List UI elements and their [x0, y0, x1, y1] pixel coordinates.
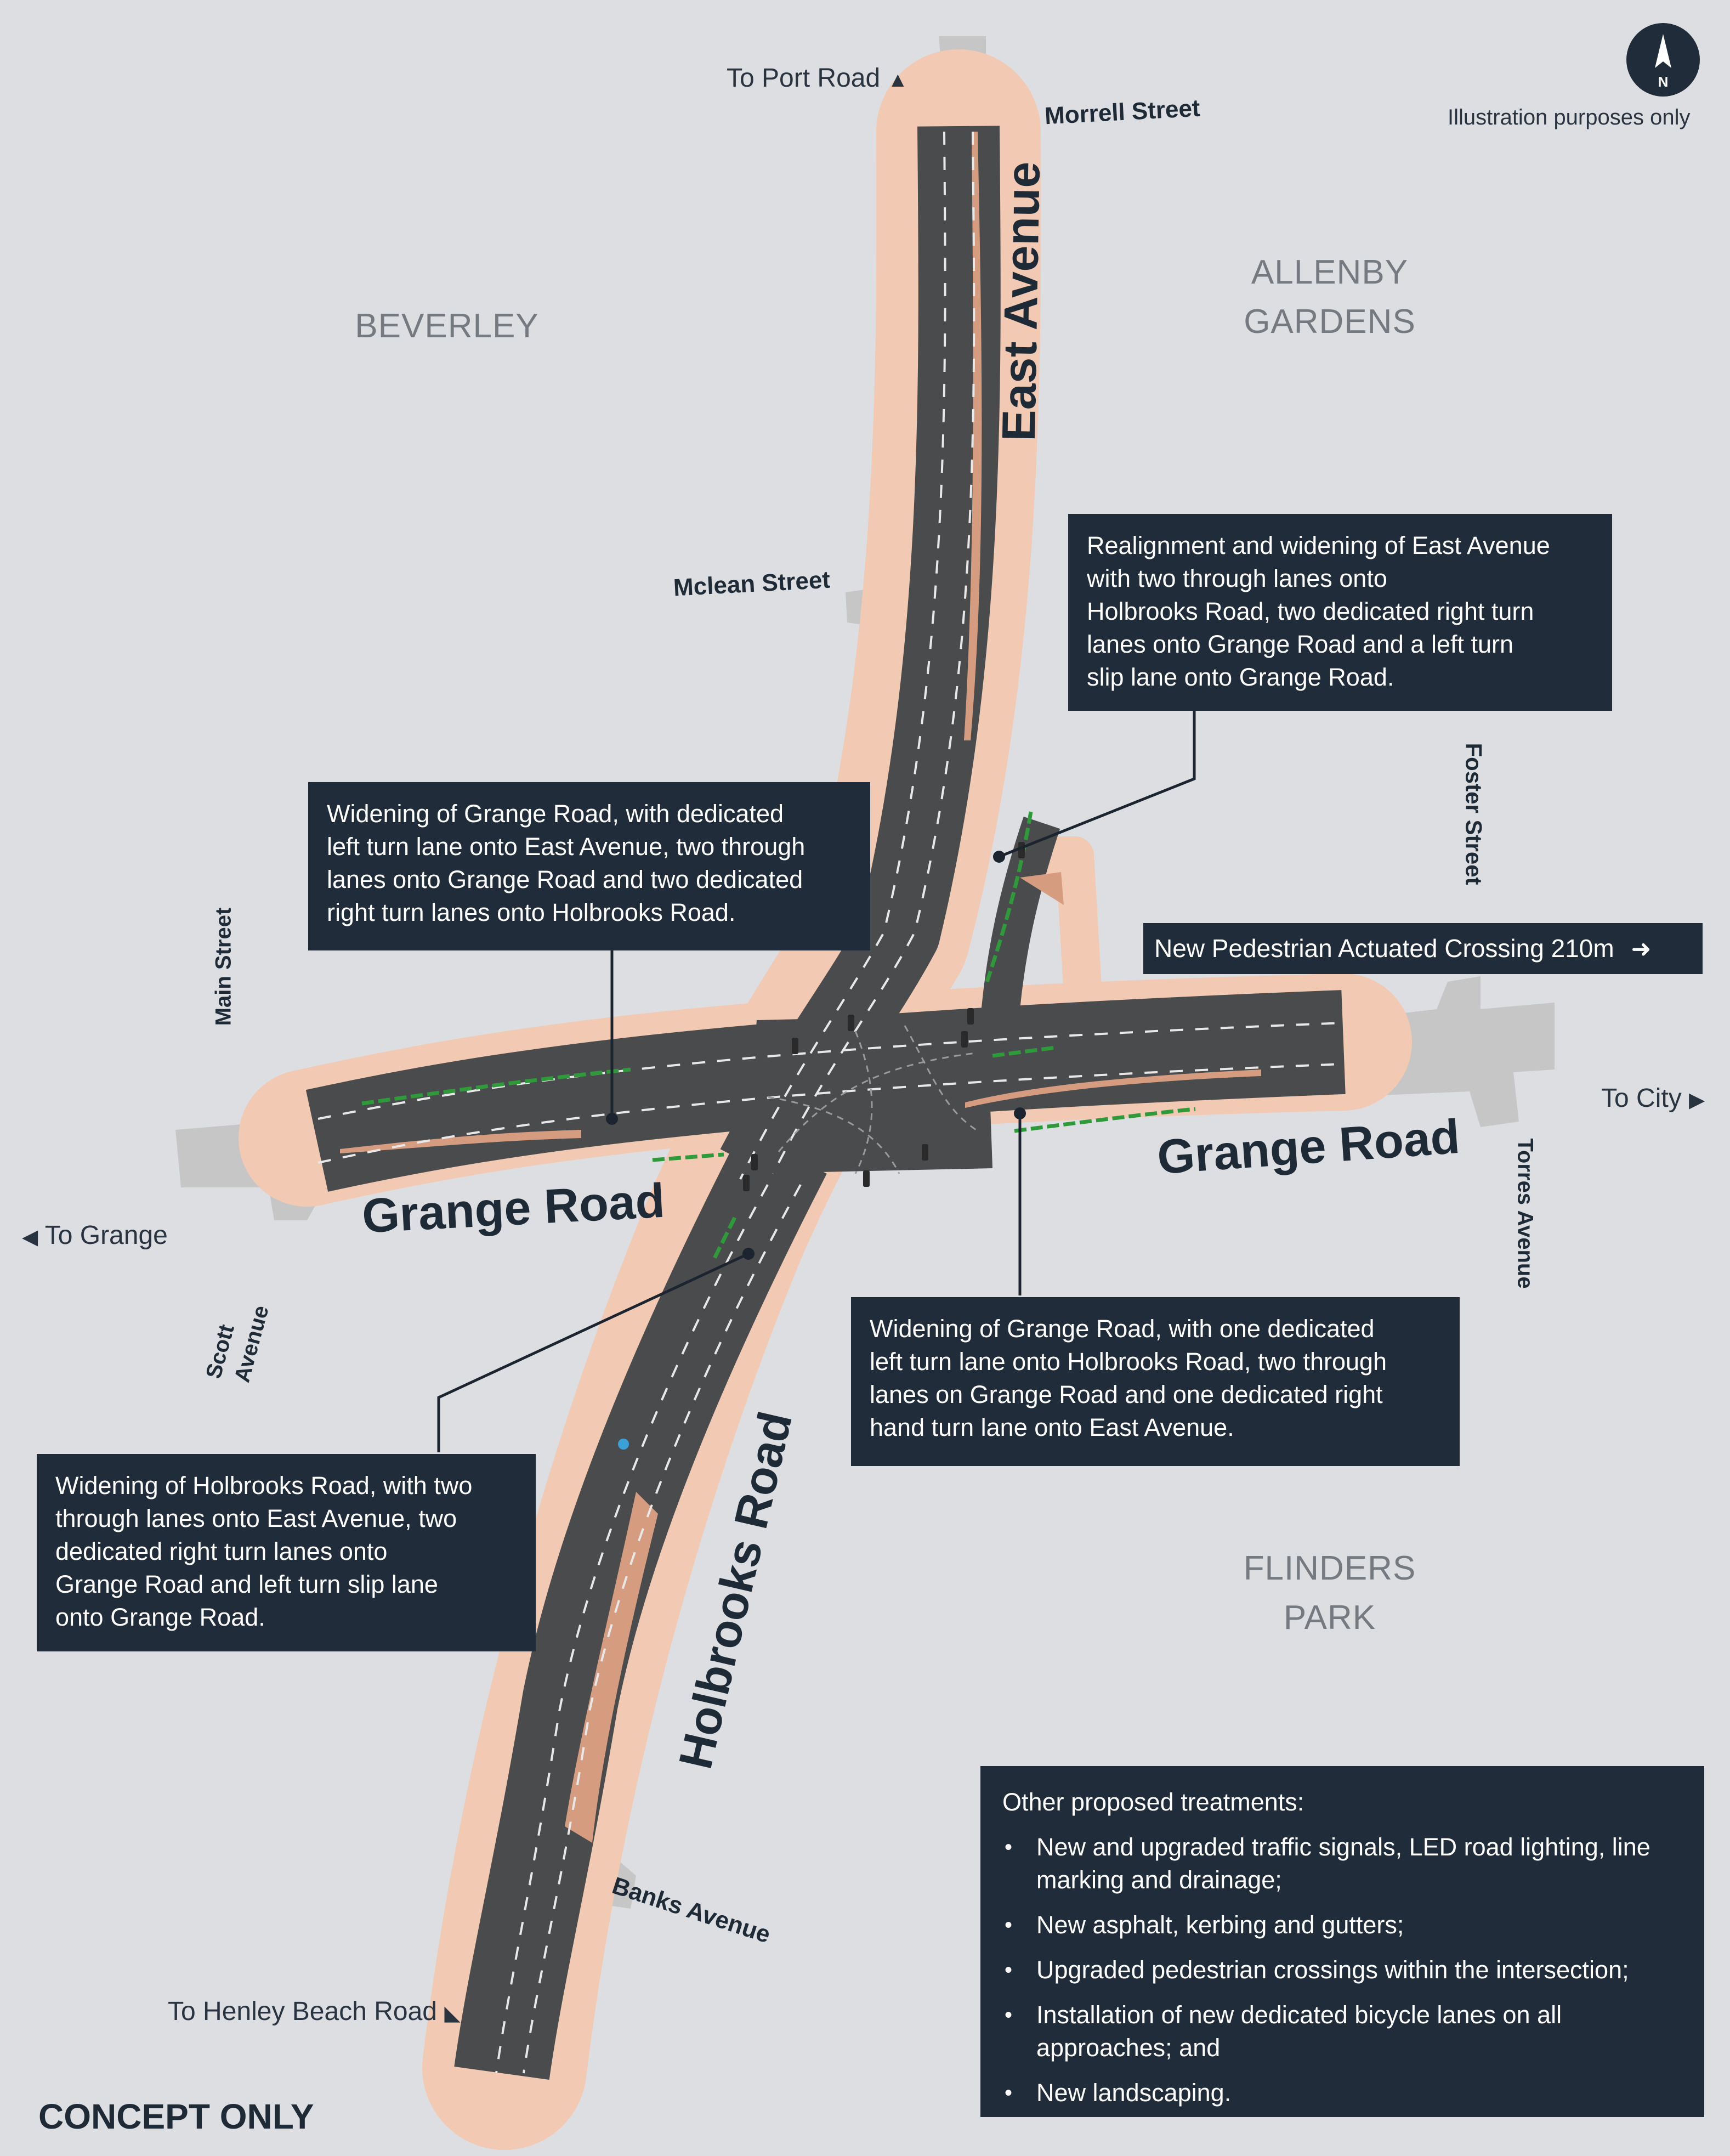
traffic-signal-icon [792, 1038, 798, 1054]
bike-lane-grange-ne [992, 1045, 1056, 1058]
bike-lane-east-ave [985, 811, 1033, 983]
callout-line: Realignment and widening of East Avenue [1087, 531, 1550, 559]
bike-lane-grange-sw [652, 1152, 724, 1162]
grange-median-west [340, 1130, 581, 1153]
bike-lane-holbrooks [711, 1216, 737, 1263]
callout-line: through lanes onto East Avenue, two [55, 1504, 457, 1532]
suburb-beverley: BEVERLEY [355, 307, 539, 345]
legend-item: Upgraded pedestrian crossings within the… [1002, 1954, 1682, 1987]
east-avenue-median [964, 132, 982, 740]
pedestrian-crossing-note: New Pedestrian Actuated Crossing 210m ➜ [1143, 923, 1703, 974]
north-arrow-icon: N [1626, 23, 1700, 97]
street-label-main: Main Street [211, 907, 236, 1026]
callout-line: Widening of Grange Road, with one dedica… [870, 1315, 1375, 1343]
turn-paths [767, 1025, 977, 1174]
medians [340, 132, 1261, 1843]
destination-port-road: To Port Road ▲ [727, 63, 908, 93]
leader-lines [437, 711, 1196, 1452]
callout-line: right turn lanes onto Holbrooks Road. [327, 898, 736, 926]
lane-markings [317, 131, 1344, 2074]
callout-line: with two through lanes onto [1087, 564, 1387, 592]
destination-henley-label: To Henley Beach Road [168, 1997, 437, 2026]
callout-grange-west: Widening of Grange Road, with dedicated … [308, 782, 870, 950]
callout-line: Widening of Holbrooks Road, with two [55, 1472, 473, 1499]
callout-line: lanes onto Grange Road and two dedicated [327, 865, 803, 893]
street-label-foster: Foster Street [1461, 743, 1487, 885]
suburb-flinders-park-line1: FLINDERS [1243, 1549, 1416, 1587]
destination-grange-label: To Grange [44, 1221, 168, 1250]
intersection-box [746, 1015, 992, 1174]
traffic-signal-icon [967, 1008, 974, 1025]
arrow-down-right-icon: ◣ [444, 2002, 461, 2025]
callout-line: left turn lane onto Holbrooks Road, two … [870, 1348, 1387, 1376]
callout-line: lanes on Grange Road and one dedicated r… [870, 1380, 1383, 1408]
destination-city-label: To City [1601, 1084, 1682, 1113]
traffic-signal-icon [751, 1154, 758, 1170]
bus-stop-icon [618, 1439, 629, 1450]
leader-dots [606, 851, 1026, 1260]
callout-line: hand turn lane onto East Avenue. [870, 1413, 1234, 1441]
grange-road-carriageway [305, 990, 1346, 1192]
traffic-signal-icon [863, 1170, 870, 1187]
legend-item: New asphalt, kerbing and gutters; [1002, 1909, 1682, 1942]
traffic-signal-icon [961, 1031, 968, 1048]
pedestrian-crossing-label: New Pedestrian Actuated Crossing 210m [1154, 934, 1614, 963]
legend-item: New and upgraded traffic signals, LED ro… [1002, 1831, 1682, 1897]
callout-line: Holbrooks Road, two dedicated right turn [1087, 597, 1534, 625]
compass-letter: N [1658, 73, 1669, 90]
callout-line: Grange Road and left turn slip lane [55, 1570, 438, 1598]
destination-port-road-label: To Port Road [727, 64, 881, 93]
grange-median-east [965, 1069, 1261, 1108]
legend-title: Other proposed treatments: [1002, 1788, 1304, 1816]
road-label-east-avenue: East Avenue [992, 161, 1050, 442]
holbrooks-road-carriageway [454, 1129, 827, 2080]
traffic-signal-icon [743, 1175, 750, 1191]
disclaimer: Illustration purposes only [1448, 105, 1691, 129]
legend-item: New landscaping. [1002, 2076, 1682, 2109]
destination-city: To City ▶ [1601, 1083, 1705, 1113]
callout-line: lanes onto Grange Road and a left turn [1087, 630, 1514, 658]
street-label-torres: Torres Avenue [1513, 1138, 1538, 1289]
callout-east-avenue: Realignment and widening of East Avenue … [1068, 514, 1612, 711]
suburb-flinders-park-line2: PARK [1283, 1599, 1376, 1637]
suburb-allenby-gardens-line2: GARDENS [1244, 303, 1416, 341]
other-treatments-legend: Other proposed treatments: New and upgra… [980, 1766, 1704, 2117]
east-slip-island [1020, 872, 1064, 905]
destination-grange: ◀ To Grange [22, 1220, 168, 1250]
suburb-allenby-gardens-line1: ALLENBY [1251, 253, 1409, 291]
callout-line: slip lane onto Grange Road. [1087, 663, 1394, 691]
callout-line: onto Grange Road. [55, 1603, 265, 1631]
traffic-signal-icon [848, 1015, 854, 1031]
arrow-right-icon: ➜ [1631, 936, 1652, 963]
legend-list: New and upgraded traffic signals, LED ro… [1002, 1831, 1682, 2109]
legend-item: Installation of new dedicated bicycle la… [1002, 1999, 1682, 2064]
callout-line: left turn lane onto East Avenue, two thr… [327, 833, 806, 861]
bike-lane-grange-west [361, 1067, 631, 1106]
traffic-signals [743, 842, 1025, 1191]
arrow-up-icon: ▲ [887, 69, 909, 92]
concept-only-label: CONCEPT ONLY [38, 2097, 314, 2136]
callout-holbrooks: Widening of Holbrooks Road, with two thr… [37, 1454, 536, 1651]
north-arrow-glyph [1655, 34, 1671, 68]
callout-line: dedicated right turn lanes onto [55, 1537, 388, 1565]
arrow-left-icon: ◀ [22, 1226, 38, 1249]
bike-lanes [361, 811, 1196, 1263]
destination-henley: To Henley Beach Road ◣ [168, 1996, 461, 2027]
callout-grange-east: Widening of Grange Road, with one dedica… [851, 1297, 1460, 1466]
callout-line: Widening of Grange Road, with dedicated [327, 800, 784, 828]
holbrooks-median [565, 1492, 658, 1843]
arrow-right-icon: ▶ [1689, 1089, 1705, 1112]
traffic-signal-icon [922, 1144, 928, 1161]
bike-lane-grange-east [1014, 1107, 1196, 1133]
